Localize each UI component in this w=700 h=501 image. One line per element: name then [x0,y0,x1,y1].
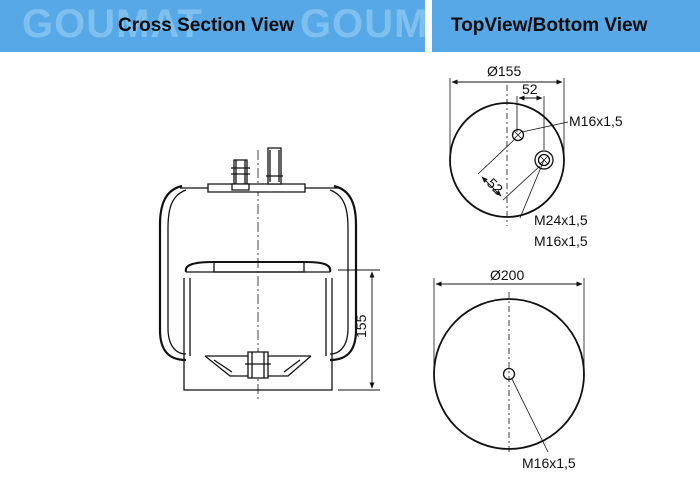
top-plate-boss [207,183,306,193]
top-view-drawing [449,78,569,226]
piston-top [184,261,332,273]
leader-bottom-hole [511,378,549,453]
cross-section-drawing [158,147,380,400]
leader-small-hole [521,121,569,133]
top-bottom-view-header: TopView/Bottom View [432,0,700,52]
piston-body [183,278,333,391]
top-diameter-label: Ø155 [487,63,521,79]
piston-bead [213,262,305,273]
bottom-center-hole [502,367,516,381]
small-hole [511,128,525,142]
bellows-outer-right [329,184,358,362]
large-thread-label: M24x1,5 [534,212,588,228]
bottom-stud-thread [245,352,271,378]
bellows-inner-left [167,189,187,355]
top-bottom-view-title: TopView/Bottom View [451,15,648,36]
bottom-stud [247,351,269,379]
cross-section-title: Cross Section View [118,15,294,36]
top-offset-label: 52 [522,81,538,97]
height-dimension-label: 155 [353,314,369,338]
bellows-inner-right [329,189,349,355]
top-stud-left [231,159,250,191]
small-thread-label: M16x1,5 [569,113,623,129]
large-thread-label-2: M16x1,5 [534,233,588,249]
watermark-text-2: GOUMAT AIRSPRING [300,2,425,46]
piston-wall [189,278,327,356]
bellows-outer-left [158,184,187,362]
large-hole [534,150,554,170]
bottom-diameter-label: Ø200 [490,267,524,283]
bottom-view-drawing [433,278,585,455]
cross-section-header: GOUMAT GOUMAT AIRSPRING Cross Section Vi… [0,0,425,52]
diagonal-dim [481,176,502,197]
diagonal-offset-label: 52 [484,175,506,197]
bottom-thread-label: M16x1,5 [522,455,576,471]
leader-large-hole [519,159,545,219]
piston-ribs [213,359,301,373]
watermark-text: GOUMAT [22,2,203,46]
top-stud-right [266,147,283,185]
